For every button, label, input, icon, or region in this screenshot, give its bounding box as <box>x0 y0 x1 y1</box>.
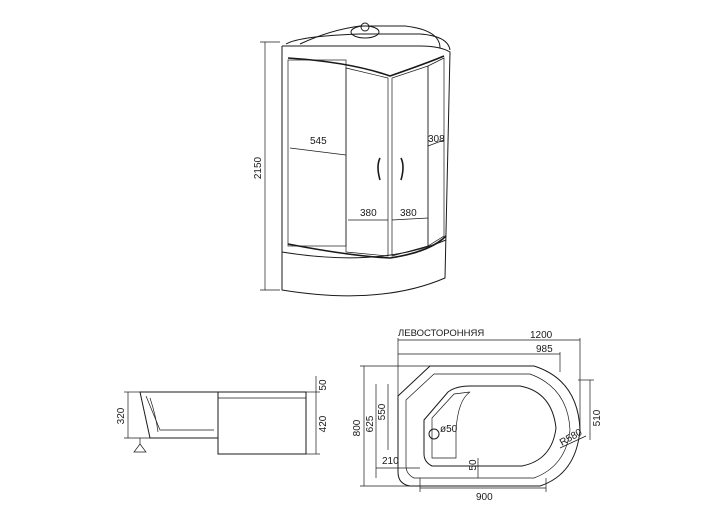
tray-apron <box>217 391 307 455</box>
side-total-height-label: 420 <box>318 415 329 432</box>
plan-outer-outline <box>397 365 581 487</box>
left-door-panel <box>345 67 389 257</box>
right-glass-panel <box>427 57 445 247</box>
left-door-handle-icon <box>377 157 381 181</box>
plan-radius-label: R580 <box>558 427 585 449</box>
front-door-right-label: 380 <box>400 208 417 219</box>
tray-basin-outline <box>139 391 219 439</box>
dim-308-line <box>427 139 445 147</box>
right-door-handle-icon <box>400 157 404 181</box>
shower-head-icon <box>350 25 380 39</box>
plan-view: ЛЕВОСТОРОННЯЯ ø50 1200 985 800 625 550 2… <box>352 328 603 503</box>
shower-head-top-icon <box>360 22 370 32</box>
plan-depth-label: 800 <box>352 419 363 436</box>
plan-right-depth-label: 510 <box>592 409 603 426</box>
front-width-right-label: 308 <box>428 134 445 145</box>
drain-icon <box>428 428 440 440</box>
tray-basin-curve <box>149 397 159 433</box>
tray-basin-inner <box>145 395 214 431</box>
right-door-panel <box>391 65 429 257</box>
tray-top-edge <box>281 239 447 259</box>
cabin-body-outline <box>281 45 451 297</box>
side-view: 320 50 420 <box>116 376 329 455</box>
front-height-label: 2150 <box>253 156 264 179</box>
left-glass-panel <box>287 59 347 247</box>
plan-depth-3-label: 550 <box>377 403 388 420</box>
roof-outline <box>285 33 451 51</box>
plan-corner-offset-label: 210 <box>382 456 399 467</box>
plan-basin-outline <box>423 385 557 467</box>
tray-foot-icon <box>133 443 147 453</box>
roof-dome <box>299 25 441 49</box>
plan-orientation-label: ЛЕВОСТОРОННЯЯ <box>398 328 484 339</box>
glass-top-frame <box>287 55 445 77</box>
front-view: 2150 545 308 380 380 <box>253 22 451 297</box>
dim-radius-line <box>559 435 587 449</box>
glass-bottom-frame <box>287 235 447 259</box>
plan-total-width-label: 1200 <box>530 330 553 341</box>
plan-drain-label: ø50 <box>440 424 458 435</box>
dim-545-line <box>289 147 347 156</box>
front-door-left-label: 380 <box>360 208 377 219</box>
plan-depth-2-label: 625 <box>365 415 376 432</box>
plan-inner-width-label: 985 <box>536 344 553 355</box>
plan-seat <box>431 391 471 459</box>
dim-380-right-line <box>391 217 429 221</box>
plan-inner-rim <box>405 373 571 479</box>
front-width-left-label: 545 <box>310 136 327 147</box>
plan-step-label: 50 <box>468 459 479 471</box>
side-tray-height-label: 320 <box>116 407 127 424</box>
side-top-offset-label: 50 <box>318 379 329 391</box>
plan-bottom-width-label: 900 <box>476 492 493 503</box>
